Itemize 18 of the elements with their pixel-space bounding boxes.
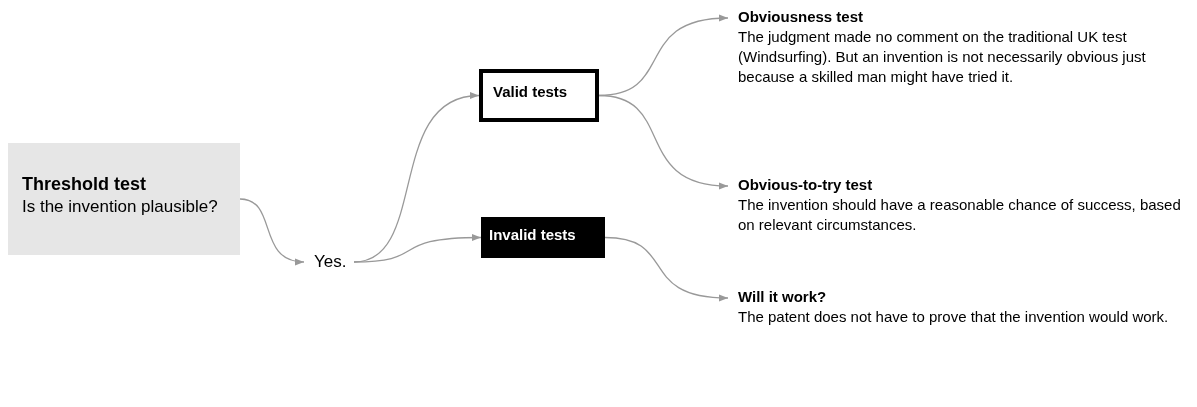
arrow <box>604 236 729 302</box>
node-heading: Obviousness test <box>738 8 865 27</box>
node-heading: Obvious-to-try test <box>738 176 874 195</box>
arrow <box>353 234 482 263</box>
arrow <box>239 198 305 265</box>
node-heading: Will it work? <box>738 288 828 307</box>
outlined-box <box>479 69 599 122</box>
dark-box <box>481 217 605 258</box>
node-heading: Threshold test <box>22 173 147 196</box>
node-heading: Invalid tests <box>489 226 577 245</box>
process-box <box>8 143 240 255</box>
node-heading: Valid tests <box>493 83 569 102</box>
arrow <box>598 94 729 189</box>
node-description: The patent does not have to prove that the invention would work. <box>738 306 1170 327</box>
node-label: Yes. <box>314 251 348 273</box>
node-description: Is the invention plausible? <box>22 195 219 217</box>
node-description: The invention should have a reasonable chance of success, based on relevant circumstances. <box>738 194 1182 235</box>
node-description: The judgment made no comment on the traditional UK test (Windsurfing). But an invention is not necessarily obvious just because a skilled man might have tried it. <box>738 26 1147 87</box>
